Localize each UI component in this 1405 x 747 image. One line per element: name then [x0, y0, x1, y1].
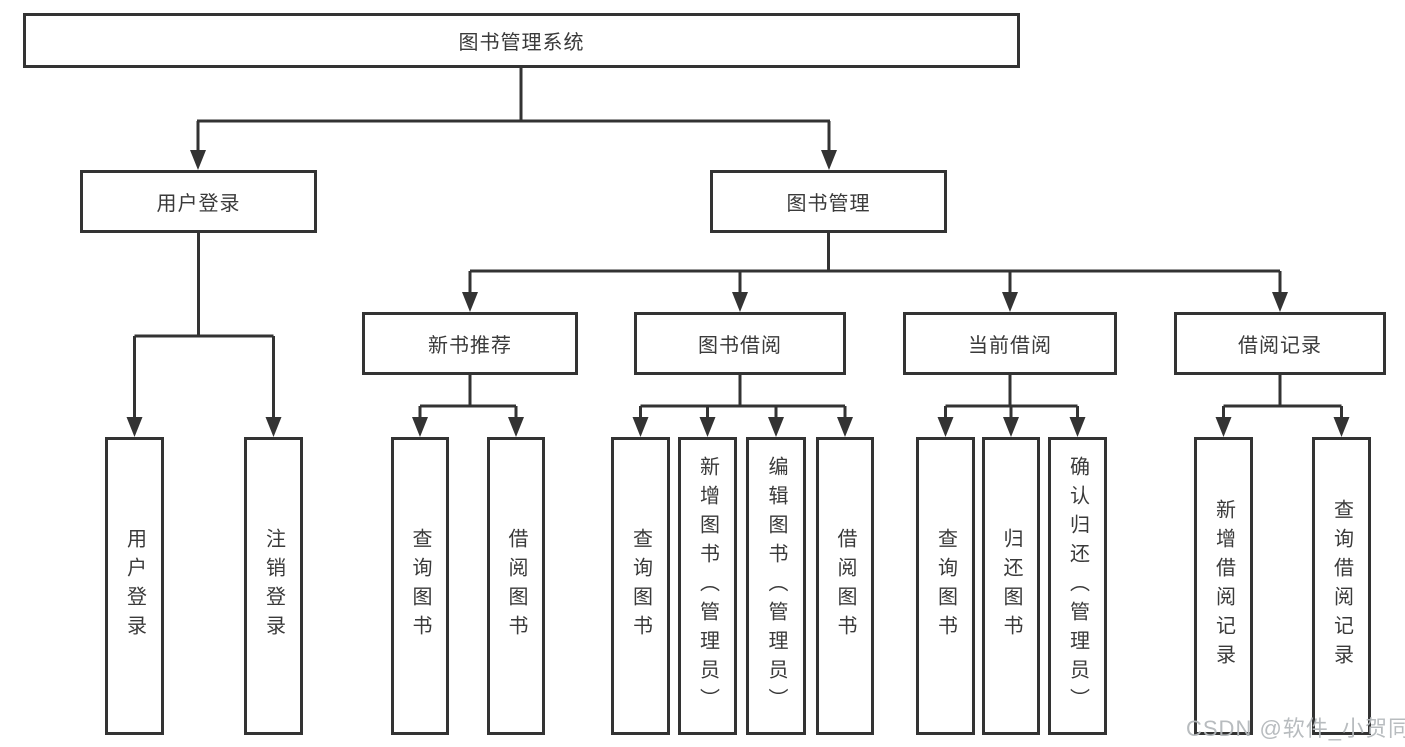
leaf-label: 用户登录 [123, 528, 146, 644]
leaf-query-borrow-record: 查询借阅记录 [1312, 437, 1371, 735]
leaf-add-book-admin: 新增图书（管理员） [678, 437, 737, 735]
leaf-label: 查询图书 [409, 528, 431, 644]
leaf-return-books: 归还图书 [982, 437, 1040, 735]
leaf-label: 编辑图书（管理员） [765, 455, 787, 717]
node-borrowing-records: 借阅记录 [1174, 312, 1386, 375]
leaf-query-books-current: 查询图书 [916, 437, 975, 735]
leaf-confirm-return-admin: 确认归还（管理员） [1048, 437, 1107, 735]
node-user-login: 用户登录 [80, 170, 317, 233]
leaf-label: 借阅图书 [834, 528, 856, 644]
node-current-borrowing: 当前借阅 [903, 312, 1117, 375]
leaf-label: 新增借阅记录 [1212, 499, 1235, 673]
leaf-query-books-recommend: 查询图书 [391, 437, 449, 735]
node-book-borrowing: 图书借阅 [634, 312, 846, 375]
leaf-label: 确认归还（管理员） [1066, 455, 1089, 717]
leaf-borrow-books-recommend: 借阅图书 [487, 437, 545, 735]
node-label: 用户登录 [156, 193, 241, 215]
leaf-label: 注销登录 [262, 528, 285, 644]
leaf-borrow-books: 借阅图书 [816, 437, 874, 735]
leaf-add-borrow-record: 新增借阅记录 [1194, 437, 1253, 735]
node-new-book-recommend: 新书推荐 [362, 312, 578, 375]
leaf-label: 查询图书 [629, 528, 652, 644]
leaf-label: 归还图书 [1000, 528, 1022, 644]
leaf-logout: 注销登录 [244, 437, 303, 735]
watermark: CSDN @软件_小贺同学 [1186, 716, 1405, 741]
node-book-management: 图书管理 [710, 170, 947, 233]
leaf-label: 借阅图书 [505, 528, 527, 644]
leaf-user-login: 用户登录 [105, 437, 164, 735]
arrowheads [126, 150, 1350, 437]
leaf-label: 查询借阅记录 [1330, 499, 1353, 673]
leaf-edit-book-admin: 编辑图书（管理员） [746, 437, 806, 735]
leaf-label: 新增图书（管理员） [696, 455, 719, 717]
node-label: 新书推荐 [428, 335, 512, 357]
node-label: 当前借阅 [968, 335, 1052, 357]
node-label: 借阅记录 [1238, 335, 1322, 357]
node-label: 图书管理系统 [458, 32, 585, 54]
node-library-system: 图书管理系统 [23, 13, 1020, 68]
leaf-query-books-borrow: 查询图书 [611, 437, 670, 735]
node-label: 图书管理 [786, 193, 871, 215]
node-label: 图书借阅 [698, 335, 782, 357]
leaf-label: 查询图书 [934, 528, 957, 644]
